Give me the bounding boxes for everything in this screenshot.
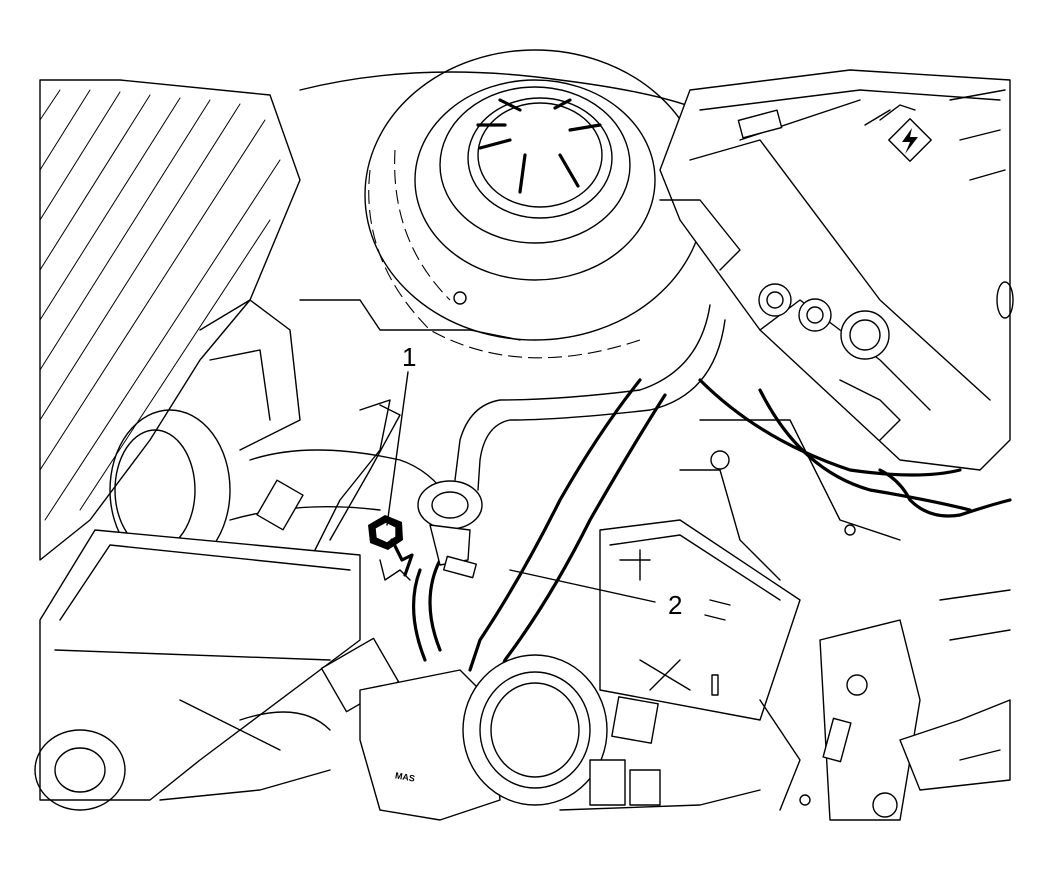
wiring-harness: [229, 304, 1012, 692]
air-duct-box: [34, 529, 400, 811]
callout-2-label: 2: [668, 590, 682, 620]
part-marking-text: MAS: [394, 770, 415, 783]
left-fender-panel: [39, 79, 301, 561]
strut-tower-dome: [299, 49, 721, 359]
callout-1-leader: [386, 371, 409, 526]
control-module: [599, 419, 901, 721]
right-brackets: [799, 281, 1014, 821]
bottom-connectors: [559, 696, 898, 818]
fuse-symbol-icon: [864, 104, 916, 126]
ground-nut: [368, 515, 414, 581]
ground-terminal: [417, 480, 483, 579]
intake-pipe: MAS: [359, 654, 608, 821]
fuse-block: [659, 69, 1011, 471]
callout-2-leader: [509, 569, 656, 603]
callout-1-label: 1: [402, 342, 416, 372]
lightning-bolt-icon: [888, 118, 932, 162]
